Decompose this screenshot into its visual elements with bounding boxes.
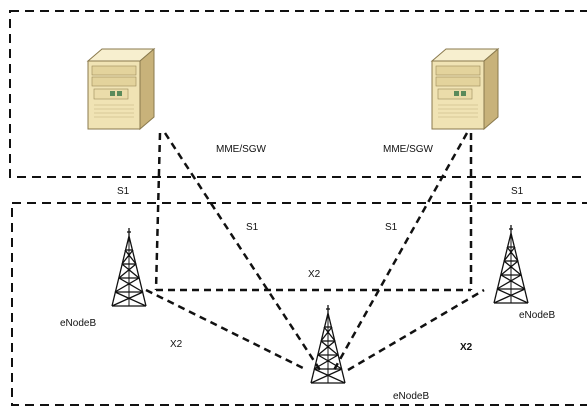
- mme-sgw-label-left: MME/SGW: [216, 144, 267, 155]
- s1-link-left-server-to-left-enodeb: [154, 132, 162, 291]
- x2-label-top: X2: [308, 269, 321, 280]
- mme-sgw-label-right: MME/SGW: [383, 144, 434, 155]
- s1-label-right-inner: S1: [385, 222, 398, 233]
- antenna-tower-icon: [493, 224, 529, 304]
- x2-label-left: X2: [170, 339, 183, 350]
- server-icon: [431, 48, 499, 130]
- x2-link-left: [145, 288, 308, 372]
- enodeb-label-left: eNodeB: [60, 318, 96, 329]
- x2-link-right: [347, 288, 485, 372]
- antenna-tower-icon: [310, 304, 346, 384]
- server-icon: [87, 48, 155, 130]
- access-network-box: [11, 202, 587, 406]
- s1-label-left-outer: S1: [117, 186, 130, 197]
- core-network-box: [9, 10, 587, 178]
- enodeb-label-bottom: eNodeB: [393, 391, 429, 402]
- s1-link-right-server-to-bottom-enodeb: [332, 132, 469, 371]
- s1-label-left-inner: S1: [246, 222, 259, 233]
- x2-label-right: X2: [460, 342, 473, 353]
- links: [145, 132, 485, 372]
- s1-link-left-server-to-bottom-enodeb: [163, 132, 322, 371]
- antenna-tower-icon: [111, 227, 147, 307]
- s1-label-right-outer: S1: [511, 186, 524, 197]
- enodeb-label-right: eNodeB: [519, 310, 555, 321]
